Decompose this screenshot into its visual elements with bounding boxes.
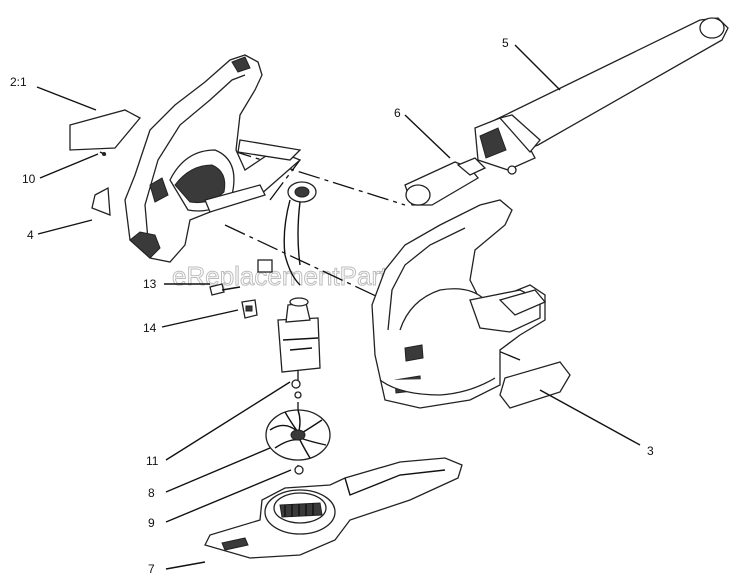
callout-9: 9 [148, 516, 155, 530]
switch-assembly-part [283, 181, 317, 286]
clip-part [241, 299, 258, 319]
leader-lines [36, 44, 641, 570]
blower-tube-part [474, 17, 729, 175]
callout-14: 14 [143, 321, 157, 335]
callout-13: 13 [143, 277, 157, 291]
callout-11: 11 [146, 454, 159, 468]
nozzle-cap-part [69, 109, 142, 151]
fan-impeller-part [265, 409, 331, 461]
pin-part [99, 151, 107, 156]
motor-part [277, 297, 321, 373]
tube-adapter-part [404, 157, 487, 206]
callout-labels: 2:1 10 4 13 14 11 8 9 7 5 6 3 [10, 36, 654, 576]
blower-body-part [371, 199, 571, 409]
callout-3: 3 [647, 444, 654, 458]
base-housing-part [204, 457, 463, 559]
callout-4: 4 [27, 228, 34, 242]
callout-5: 5 [502, 36, 509, 50]
tab-part [91, 186, 111, 216]
callout-6: 6 [394, 106, 401, 120]
terminal-part [209, 259, 273, 296]
callout-7: 7 [148, 562, 155, 576]
washer-parts [291, 379, 304, 475]
callout-8: 8 [148, 486, 155, 500]
callout-10: 10 [22, 172, 36, 186]
callout-2-1: 2:1 [10, 75, 27, 89]
housing-half-part [124, 54, 302, 263]
